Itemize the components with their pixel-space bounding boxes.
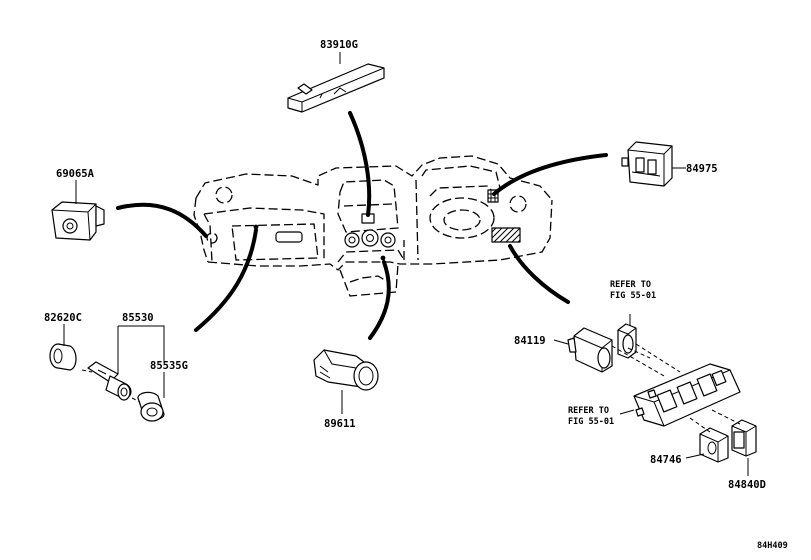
switch-84746 (699, 427, 729, 463)
part-labels: 83910G 69065A 84975 82620C 85530 85535G … (44, 39, 766, 491)
switch-ref-top (617, 323, 637, 359)
ref-note-bottom-line1: REFER TO (568, 406, 609, 416)
part-label-84840D: 84840D (728, 479, 766, 491)
part-label-89611: 89611 (324, 418, 356, 430)
switch-69065A (51, 201, 105, 241)
part-label-84119: 84119 (514, 335, 546, 347)
switch-panel (633, 363, 741, 427)
assembly-guides (81, 343, 741, 433)
leader-lines (63, 52, 749, 476)
dash-switch-small (487, 189, 499, 203)
part-label-85530: 85530 (122, 312, 154, 324)
knob-85535G (137, 391, 165, 422)
switch-bar-83910G (287, 63, 385, 113)
ref-note-top-line2: FIG 55-01 (610, 291, 656, 301)
part-label-82620C: 82620C (44, 312, 82, 324)
socket-89611 (313, 349, 379, 391)
callout-curves (116, 111, 608, 340)
ref-note-top-line1: REFER TO (610, 280, 651, 290)
part-label-83910G: 83910G (320, 39, 358, 51)
switch-84840D (731, 419, 757, 457)
cigarette-lighter-85530 (87, 361, 132, 401)
cap-82620C (49, 343, 77, 371)
connector-84975 (621, 141, 673, 187)
instrument-panel-outline (193, 155, 553, 297)
part-label-84975: 84975 (686, 163, 718, 175)
diagram-id: 84H409 (757, 541, 788, 551)
switch-84119 (567, 327, 613, 373)
ref-note-bottom-line2: FIG 55-01 (568, 417, 614, 427)
reference-notes: REFER TO FIG 55-01 REFER TO FIG 55-01 (568, 280, 656, 427)
part-label-69065A: 69065A (56, 168, 95, 180)
part-label-85535G: 85535G (150, 360, 188, 372)
part-label-84746: 84746 (650, 454, 682, 466)
